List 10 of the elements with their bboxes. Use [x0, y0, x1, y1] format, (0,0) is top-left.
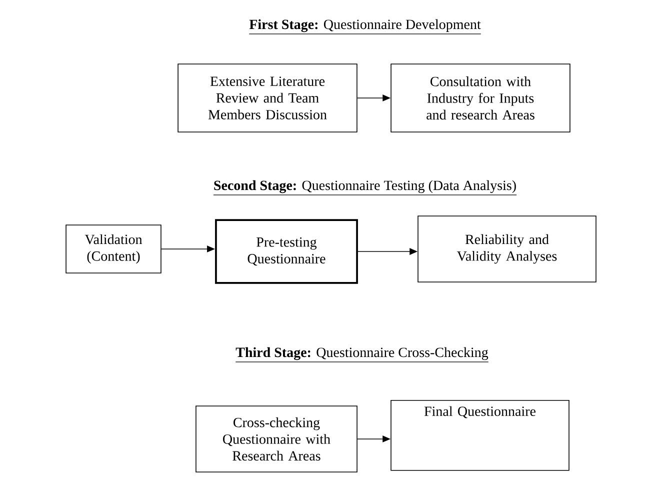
- process-box: Extensive Literature Review and Team Members Discussion: [178, 64, 358, 132]
- process-box: Pre-testing Questionnaire: [215, 219, 358, 284]
- process-box: Final Questionnaire: [390, 400, 570, 471]
- stage-heading: Third Stage: Questionnaire Cross-Checking: [235, 347, 489, 362]
- process-box: Consultation with Industry for Inputs and research Areas: [390, 64, 570, 132]
- process-box: Cross-checking Questionnaire with Research Areas: [196, 406, 358, 472]
- stage-heading: First Stage: Questionnaire Development: [248, 19, 482, 34]
- process-box: Validation (Content): [66, 224, 162, 274]
- stage-heading: Second Stage: Questionnaire Testing (Data Analysis): [213, 180, 517, 196]
- process-box: Reliability and Validity Analyses: [418, 216, 596, 282]
